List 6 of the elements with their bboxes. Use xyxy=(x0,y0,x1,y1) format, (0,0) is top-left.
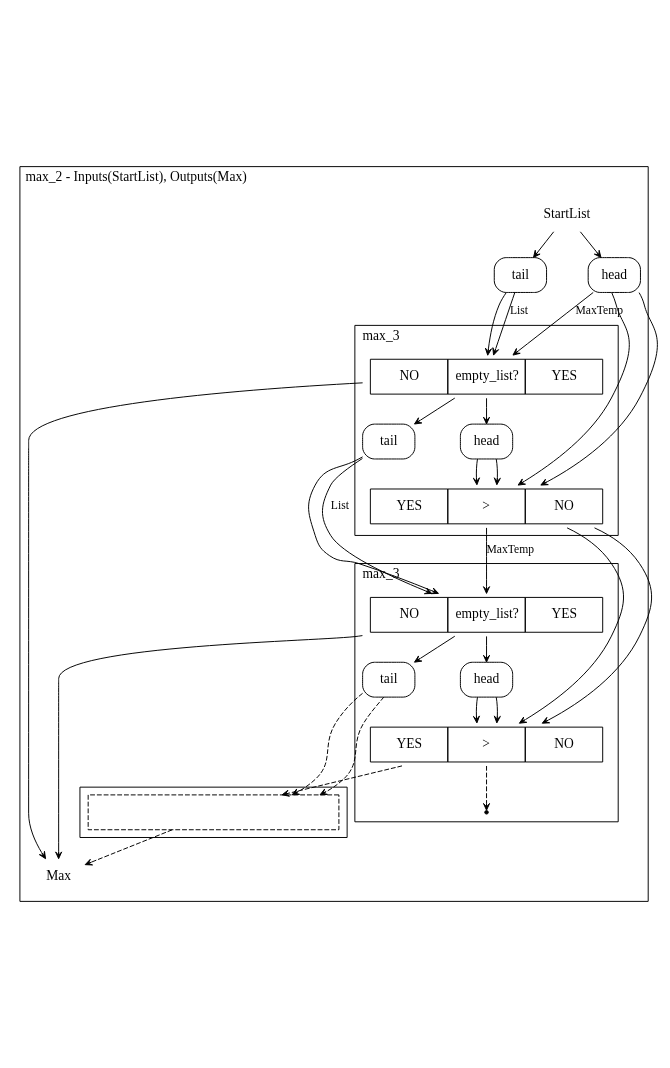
node-text: StartList xyxy=(543,205,591,221)
edge-label: MaxTemp xyxy=(486,542,535,556)
node-text: Max xyxy=(46,867,72,883)
edge-label: List xyxy=(509,304,528,318)
edge-label: List xyxy=(330,499,349,513)
edge-label: MaxTemp xyxy=(575,304,624,318)
